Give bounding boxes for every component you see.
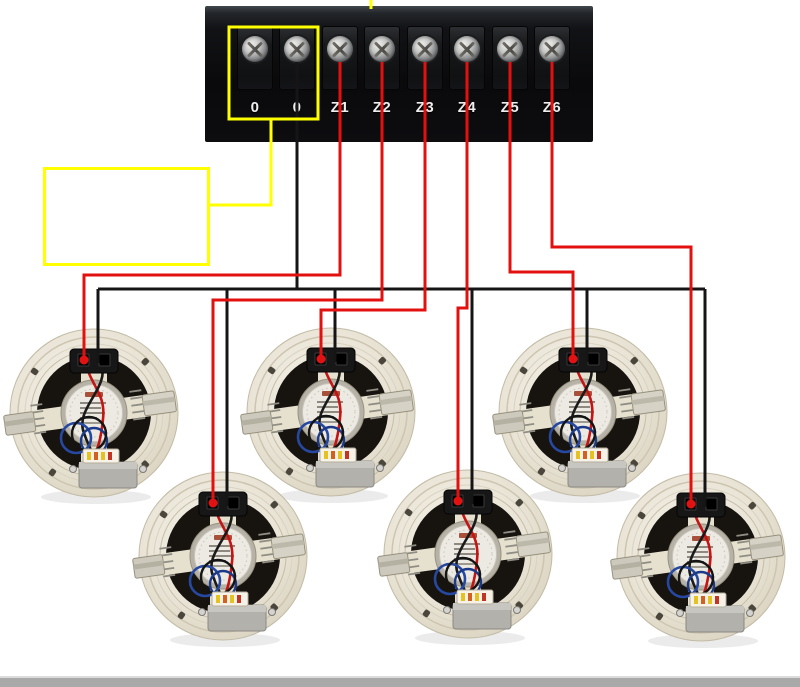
speaker-terminal-block [676, 492, 726, 518]
terminal-unit-z4: Z4 [449, 26, 485, 126]
mount-clip-left [3, 403, 47, 436]
screw-icon [412, 36, 438, 62]
mount-clip-left [377, 544, 421, 577]
mount-clip-left [610, 547, 654, 580]
speaker-terminal-block [306, 347, 356, 373]
red-terminal-dot [79, 355, 89, 365]
transformer-bracket [443, 589, 521, 630]
red-terminal-dot [453, 496, 463, 506]
screw-icon [454, 36, 480, 62]
screw-icon [497, 36, 523, 62]
mount-clip-right [736, 533, 784, 565]
mount-clip-right [258, 532, 306, 564]
speaker-terminal-block [443, 489, 493, 515]
screw-icon [369, 36, 395, 62]
red-terminal-dot [208, 498, 218, 508]
screw-icon [327, 36, 353, 62]
internal-red-wire [691, 506, 712, 600]
red-terminal-dot [316, 354, 326, 364]
transformer-bracket [676, 592, 754, 633]
internal-red-wire [213, 505, 234, 599]
top-speaker-1 [3, 328, 179, 504]
red-terminal-dot [568, 354, 578, 364]
transformer-bracket [198, 591, 276, 632]
mount-clip-left [492, 402, 536, 435]
transformer-bracket [69, 448, 147, 489]
callout-box [43, 167, 210, 266]
internal-red-wire [458, 503, 479, 597]
bottom-speaker-3 [610, 472, 786, 648]
mount-clip-left [132, 546, 176, 579]
mount-clip-right [503, 530, 551, 562]
bottom-speaker-2 [377, 469, 553, 645]
red-terminal-dot [686, 499, 696, 509]
mount-clip-right [129, 389, 177, 421]
page-bottom-bar [0, 676, 800, 687]
terminal-housing [449, 26, 485, 90]
internal-red-wire [84, 362, 105, 456]
speaker-terminal-block [558, 347, 608, 373]
speaker-terminal-block [198, 491, 248, 517]
screw-icon [539, 36, 565, 62]
speaker-terminal-block [69, 348, 119, 374]
bottom-speaker-1 [132, 471, 308, 647]
